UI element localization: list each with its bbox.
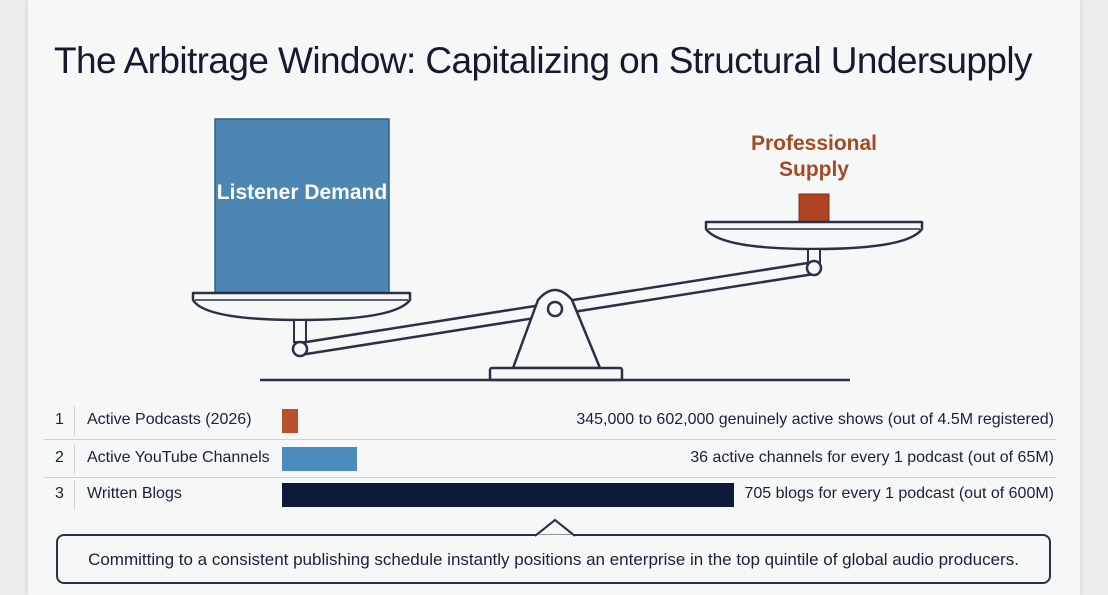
callout-text: Committing to a consistent publishing sc… — [88, 550, 1019, 569]
demand-label: Listener Demand — [216, 181, 388, 204]
row-name: Written Blogs — [87, 485, 182, 502]
page-title: The Arbitrage Window: Capitalizing on St… — [54, 40, 1032, 81]
fulcrum — [511, 288, 602, 370]
row-description: 36 active channels for every 1 podcast (… — [690, 449, 1054, 466]
row-index: 1 — [55, 411, 64, 428]
row-bar — [282, 447, 357, 471]
row-index: 2 — [55, 449, 64, 466]
supply-label: Professional Supply — [750, 132, 878, 181]
row-name: Active YouTube Channels — [87, 449, 270, 466]
table-row: 2 Active YouTube Channels 36 active chan… — [44, 440, 1064, 476]
row-bar — [282, 409, 298, 433]
divider — [44, 439, 1056, 440]
callout-box: Committing to a consistent publishing sc… — [56, 534, 1051, 584]
supply-block — [798, 193, 830, 223]
table-row: 1 Active Podcasts (2026) 345,000 to 602,… — [44, 402, 1064, 438]
row-name: Active Podcasts (2026) — [87, 411, 252, 428]
row-bar — [282, 483, 734, 507]
divider — [44, 477, 1056, 478]
table-row: 3 Written Blogs 705 blogs for every 1 po… — [44, 476, 1064, 512]
row-description: 345,000 to 602,000 genuinely active show… — [576, 411, 1054, 428]
row-index: 3 — [55, 485, 64, 502]
row-description: 705 blogs for every 1 podcast (out of 60… — [744, 485, 1054, 502]
